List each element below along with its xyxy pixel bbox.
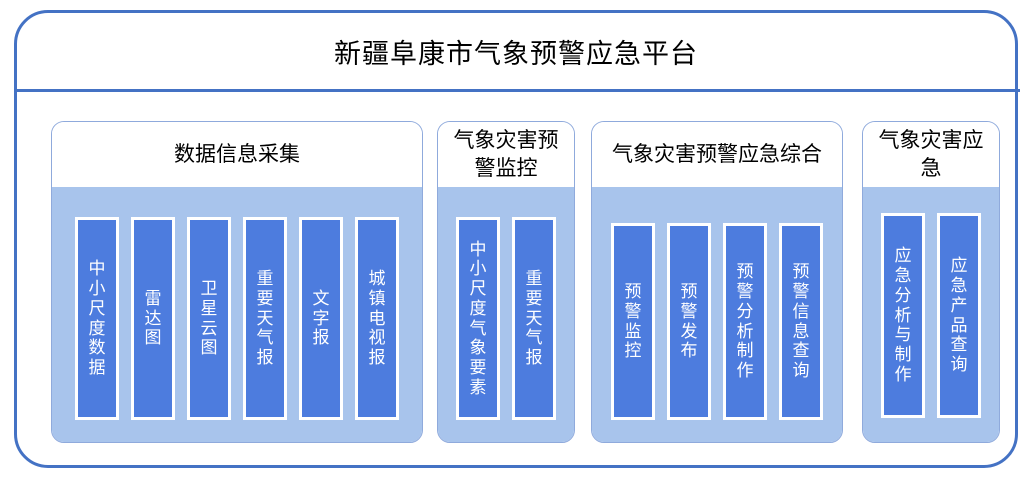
module-bar-label: 卫星云图	[200, 279, 218, 358]
group-title: 气象灾害预警应急综合	[612, 142, 822, 166]
group-title: 数据信息采集	[174, 142, 300, 166]
module-bar-label: 重要天气报	[256, 269, 274, 368]
module-bar[interactable]: 预警分析制作	[723, 223, 767, 420]
module-bar-label: 雷达图	[144, 288, 162, 348]
group-header: 气象灾害预警应急综合	[592, 122, 842, 187]
page-title: 新疆阜康市气象预警应急平台	[334, 38, 698, 69]
platform-header: 新疆阜康市气象预警应急平台	[17, 13, 1015, 89]
module-bar[interactable]: 预警监控	[611, 223, 655, 420]
groups-row: 数据信息采集 中小尺度数据 雷达图 卫星云图 重要天气报 文字报 城镇电视报 气…	[17, 92, 1015, 471]
platform-frame: 新疆阜康市气象预警应急平台 数据信息采集 中小尺度数据 雷达图 卫星云图 重要天…	[14, 10, 1020, 471]
module-bar-label: 应急分析与制作	[894, 246, 912, 384]
group-header: 气象灾害预警监控	[438, 122, 574, 187]
module-bar-label: 预警发布	[680, 282, 698, 361]
group-body: 应急分析与制作 应急产品查询	[863, 187, 999, 442]
module-bar[interactable]: 中小尺度数据	[75, 217, 119, 420]
module-bar-label: 城镇电视报	[368, 269, 386, 368]
module-bar-label: 应急产品查询	[950, 256, 968, 374]
module-bar[interactable]: 卫星云图	[187, 217, 231, 420]
module-bar-label: 预警分析制作	[736, 262, 754, 380]
module-bar[interactable]: 重要天气报	[243, 217, 287, 420]
group-header: 气象灾害应急	[863, 122, 999, 187]
module-bar-label: 文字报	[312, 288, 330, 348]
group-header: 数据信息采集	[52, 122, 422, 187]
module-bar[interactable]: 重要天气报	[512, 217, 556, 420]
module-bar[interactable]: 文字报	[299, 217, 343, 420]
module-bar[interactable]: 预警发布	[667, 223, 711, 420]
module-bar-label: 中小尺度数据	[88, 259, 106, 377]
module-bar[interactable]: 应急分析与制作	[881, 213, 925, 418]
module-bar-label: 重要天气报	[525, 269, 543, 368]
group-body: 预警监控 预警发布 预警分析制作 预警信息查询	[592, 187, 842, 442]
module-bar[interactable]: 城镇电视报	[355, 217, 399, 420]
group-panel-disaster-emergency[interactable]: 气象灾害应急 应急分析与制作 应急产品查询	[862, 121, 1000, 443]
group-panel-disaster-warning-monitoring[interactable]: 气象灾害预警监控 中小尺度气象要素 重要天气报	[437, 121, 575, 443]
module-bar[interactable]: 中小尺度气象要素	[456, 217, 500, 420]
group-panel-warning-emergency-integration[interactable]: 气象灾害预警应急综合 预警监控 预警发布 预警分析制作 预警信息查询	[591, 121, 843, 443]
module-bar[interactable]: 预警信息查询	[779, 223, 823, 420]
group-panel-data-collection[interactable]: 数据信息采集 中小尺度数据 雷达图 卫星云图 重要天气报 文字报 城镇电视报	[51, 121, 423, 443]
module-bar-label: 预警信息查询	[792, 262, 810, 380]
group-title: 气象灾害应急	[878, 128, 984, 180]
module-bar-label: 预警监控	[624, 282, 642, 361]
group-body: 中小尺度气象要素 重要天气报	[438, 187, 574, 442]
module-bar[interactable]: 应急产品查询	[937, 213, 981, 418]
header-divider	[16, 89, 1020, 92]
group-body: 中小尺度数据 雷达图 卫星云图 重要天气报 文字报 城镇电视报	[52, 187, 422, 442]
group-title: 气象灾害预警监控	[453, 128, 559, 180]
module-bar-label: 中小尺度气象要素	[469, 239, 487, 397]
module-bar[interactable]: 雷达图	[131, 217, 175, 420]
